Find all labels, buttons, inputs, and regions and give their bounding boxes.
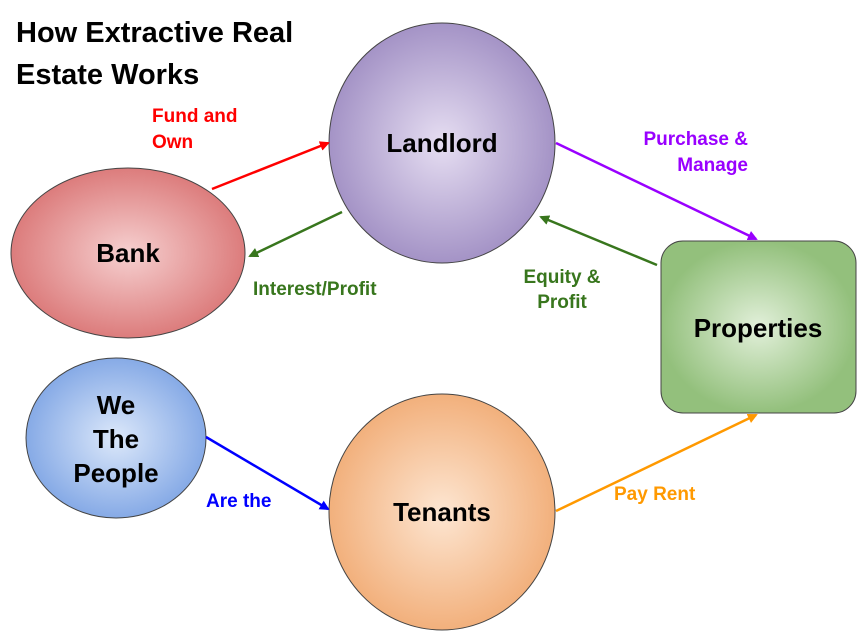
- properties-label: Properties: [694, 313, 823, 343]
- interest-arrow: [248, 210, 343, 258]
- properties-node: [660, 240, 857, 414]
- purchase-label-1: Purchase &: [643, 129, 748, 150]
- purchase-label-2: Manage: [677, 155, 748, 176]
- are-label: Are the: [206, 491, 271, 512]
- are-arrow: [205, 435, 330, 511]
- bank-label: Bank: [96, 238, 160, 268]
- fund-label-1: Fund and: [152, 106, 237, 127]
- bank-node: [10, 167, 246, 339]
- people-label-2: The: [93, 424, 139, 454]
- equity-label-2: Profit: [537, 292, 587, 313]
- people-label-1: We: [97, 390, 136, 420]
- purchase-arrow: [555, 141, 758, 241]
- title-line-1: How Extractive Real: [16, 17, 293, 49]
- tenants-label: Tenants: [393, 497, 491, 527]
- landlord-label: Landlord: [386, 128, 497, 158]
- equity-label-1: Equity &: [523, 267, 600, 288]
- tenants-node: [328, 393, 556, 631]
- rent-label: Pay Rent: [614, 484, 696, 505]
- equity-arrow: [539, 215, 658, 267]
- rent-arrow: [555, 413, 758, 513]
- people-label-3: People: [73, 458, 158, 488]
- fund-label-2: Own: [152, 132, 193, 153]
- title-line-2: Estate Works: [16, 59, 199, 91]
- fund-arrow: [211, 141, 330, 191]
- interest-label: Interest/Profit: [253, 279, 377, 300]
